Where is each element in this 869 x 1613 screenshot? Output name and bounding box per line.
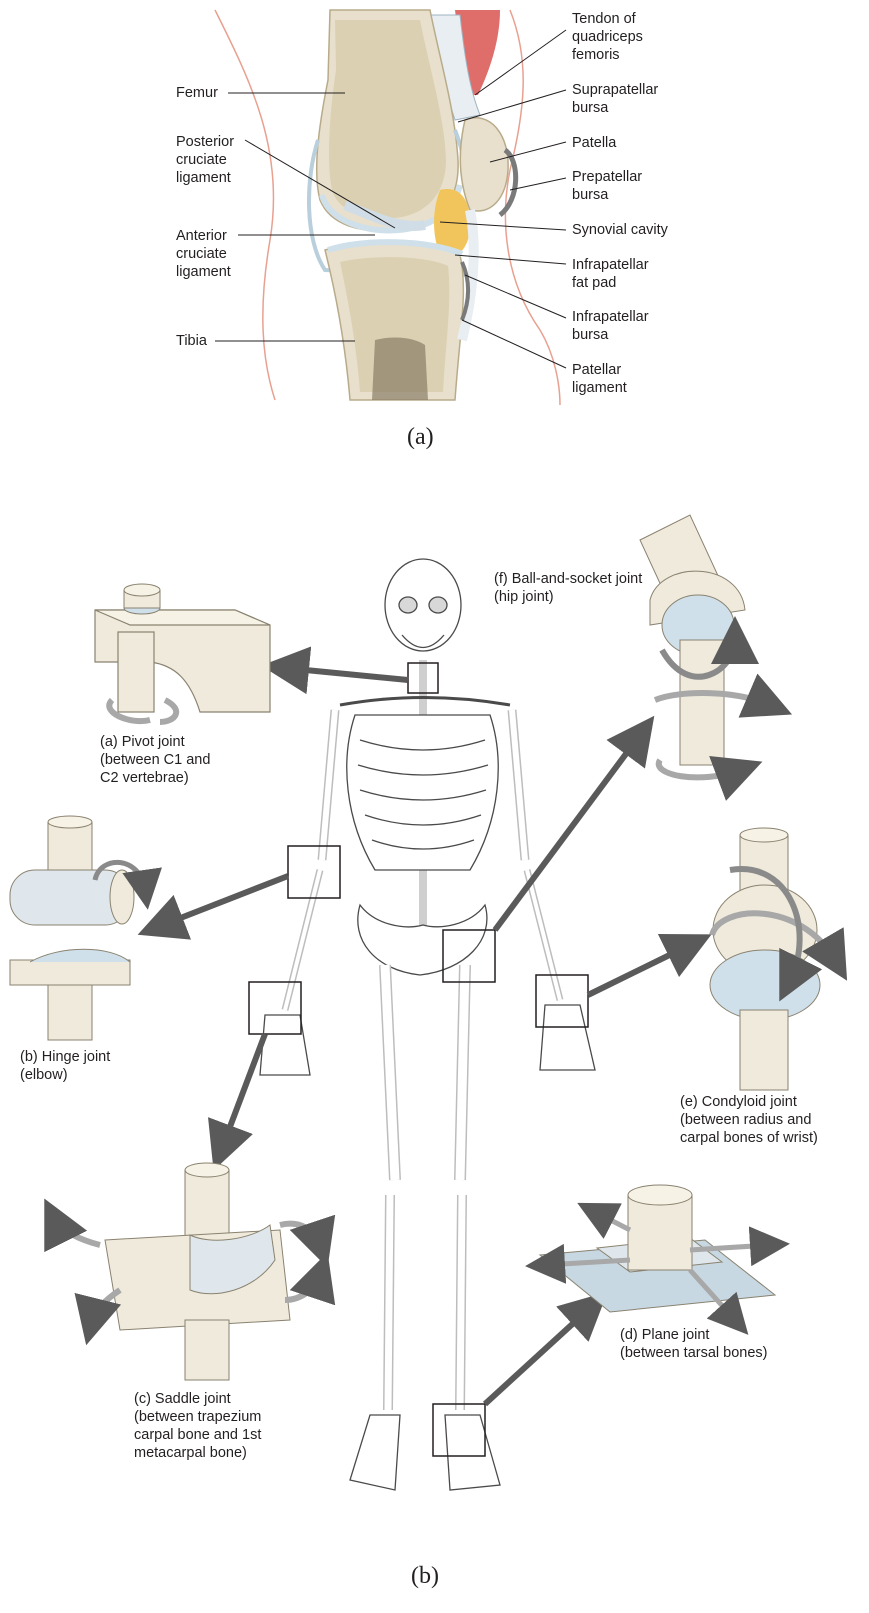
skull: [385, 559, 461, 651]
arrow-hinge: [160, 876, 288, 926]
label-hinge-joint: (b) Hinge joint (elbow): [20, 1048, 110, 1084]
pivot-joint-model: [95, 584, 270, 722]
caption-b: (b): [411, 1563, 439, 1590]
label-plane-joint: (d) Plane joint (between tarsal bones): [620, 1326, 768, 1362]
condyloid-joint-model: [710, 828, 835, 1090]
label-pivot-joint: (a) Pivot joint (between C1 and C2 verte…: [100, 733, 210, 787]
plane-joint-model: [540, 1185, 775, 1320]
arrow-condyloid: [588, 945, 690, 995]
left-hand: [260, 1015, 310, 1075]
arrow-saddle: [222, 1034, 265, 1148]
saddle-joint-model: [55, 1163, 320, 1380]
left-foot: [350, 1415, 400, 1490]
label-saddle-joint: (c) Saddle joint (between trapezium carp…: [134, 1390, 261, 1462]
hinge-joint-model: [10, 816, 145, 1040]
label-condyloid-joint: (e) Condyloid joint (between radius and …: [680, 1093, 818, 1147]
right-foot: [445, 1415, 500, 1490]
right-hand: [540, 1005, 595, 1070]
label-ball-socket-joint: (f) Ball-and-socket joint (hip joint): [494, 570, 642, 606]
arrow-pivot: [285, 668, 408, 680]
ball-socket-joint-model: [640, 515, 770, 777]
arrow-plane: [485, 1308, 590, 1404]
